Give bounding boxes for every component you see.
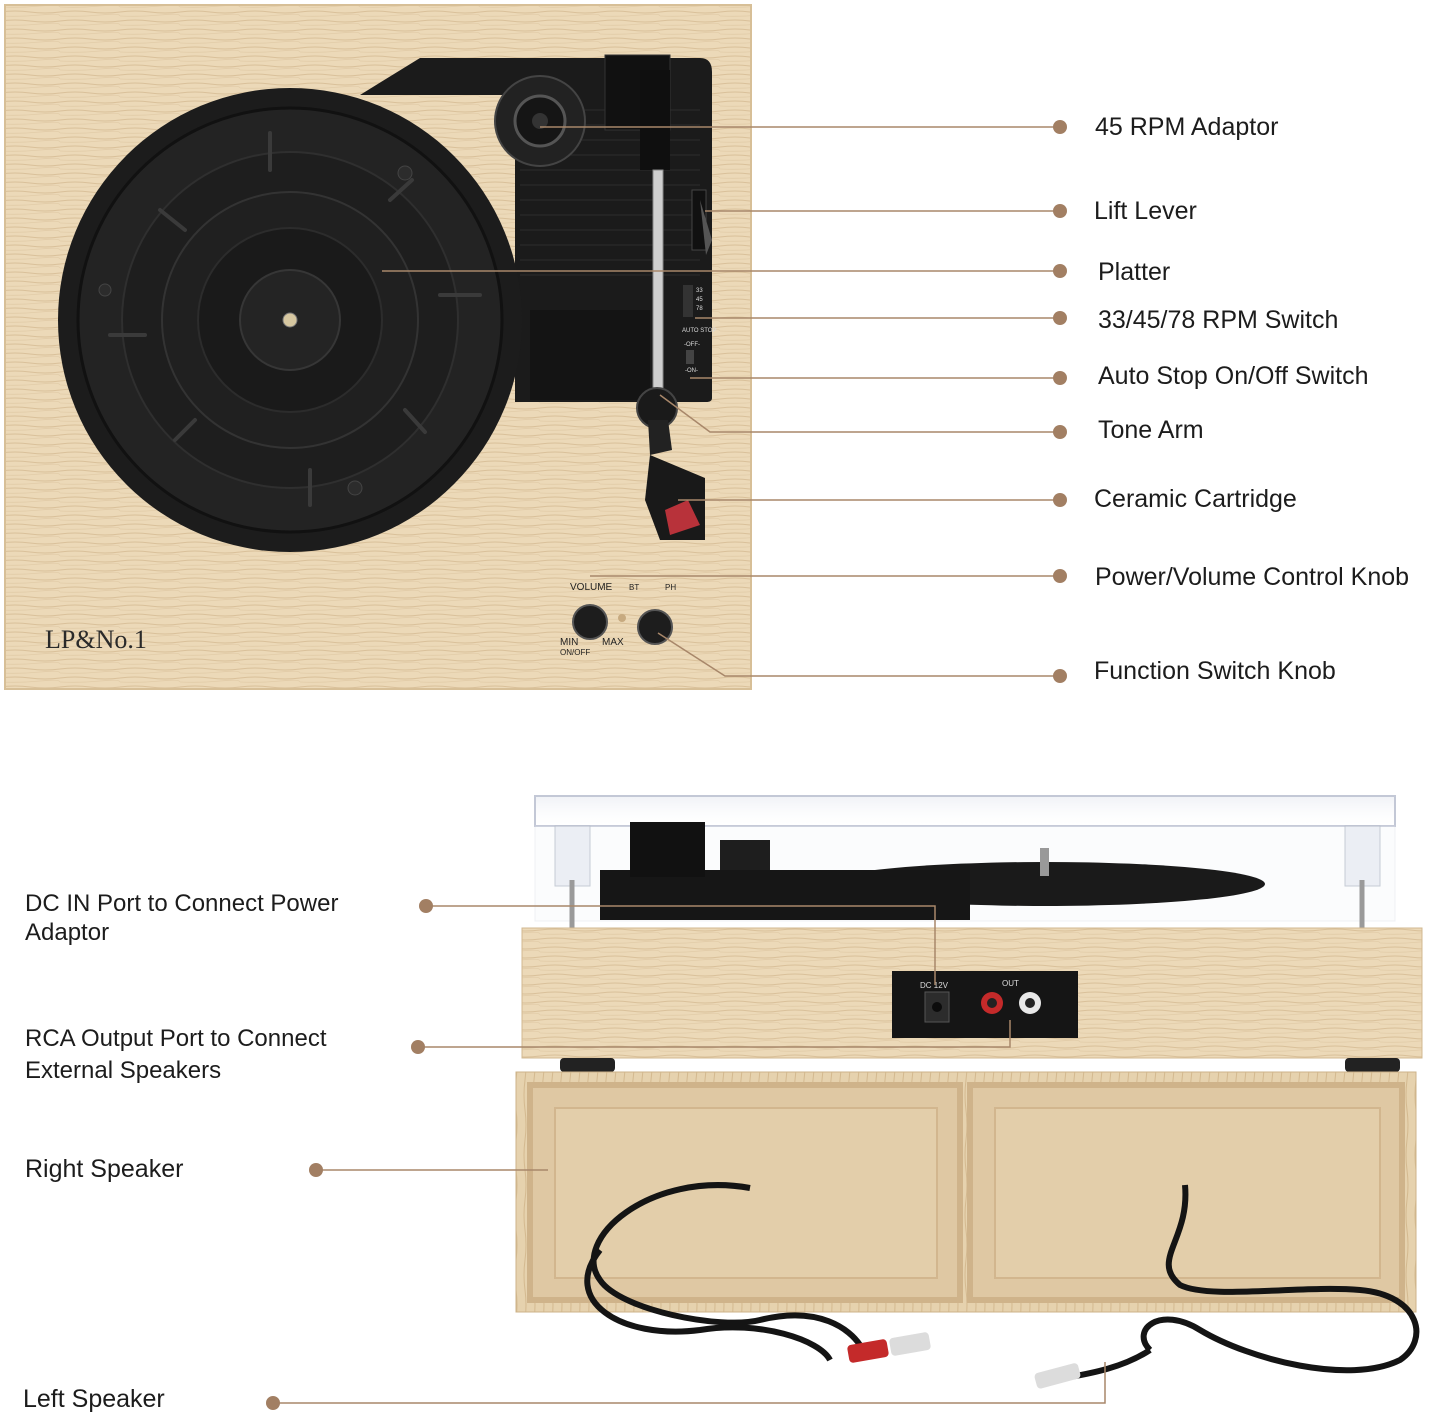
rca-cable [590, 1182, 863, 1347]
label-left-speaker: Left Speaker [23, 1385, 165, 1413]
tone-arm [604, 54, 705, 540]
turntable-top-view: 33 45 78 AUTO STOP -OFF- -ON- VOLUME BT … [4, 4, 752, 690]
svg-text:PH: PH [665, 583, 676, 592]
svg-text:33: 33 [696, 288, 703, 294]
label-platter: Platter [1098, 258, 1171, 286]
rca-output-ports: OUT [981, 979, 1041, 1014]
bottom-leader-dots [266, 899, 433, 1410]
svg-text:OUT: OUT [1002, 979, 1019, 988]
label-volume-knob: Power/Volume Control Knob [1095, 563, 1410, 591]
label-rpm-switch: 33/45/78 RPM Switch [1098, 306, 1339, 334]
label-lift-lever: Lift Lever [1094, 197, 1197, 225]
svg-text:DC 12V: DC 12V [920, 981, 949, 990]
svg-text:-ON-: -ON- [685, 368, 698, 374]
plate-lower-panel [530, 310, 650, 400]
turntable-side-view: DC 12V OUT [515, 795, 1423, 1389]
45-rpm-adaptor [494, 75, 586, 167]
dust-cover [534, 795, 1396, 827]
svg-text:BT: BT [629, 583, 639, 592]
control-panel: VOLUME BT PH MIN MAX ON/OFF [560, 582, 676, 657]
top-leader-dots [1053, 120, 1067, 683]
speaker-cable [1140, 1184, 1420, 1374]
brand-logo: LP&No.1 [45, 625, 147, 654]
svg-text:AUTO STOP: AUTO STOP [682, 328, 716, 334]
top-leader-lines [382, 126, 1060, 677]
label-function-knob: Function Switch Knob [1094, 657, 1336, 685]
label-rca-output-port: RCA Output Port to Connect External Spea… [25, 1025, 327, 1085]
label-ceramic-cartridge: Ceramic Cartridge [1094, 485, 1297, 513]
rpm-switch-panel: 33 45 78 AUTO STOP -OFF- -ON- [682, 285, 716, 374]
svg-text:-OFF-: -OFF- [684, 342, 700, 348]
dc-in-port: DC 12V [920, 981, 950, 1023]
label-auto-stop-switch: Auto Stop On/Off Switch [1098, 362, 1369, 390]
bottom-leader-lines [273, 905, 1106, 1404]
label-tone-arm: Tone Arm [1098, 416, 1204, 444]
svg-text:MIN: MIN [560, 637, 578, 648]
svg-text:VOLUME: VOLUME [570, 582, 613, 593]
volume-knob [572, 604, 608, 640]
svg-text:ON/OFF: ON/OFF [560, 648, 590, 657]
svg-text:MAX: MAX [602, 637, 624, 648]
svg-text:78: 78 [696, 306, 703, 312]
label-dc-in-port: DC IN Port to Connect Power Adaptor [25, 890, 339, 946]
label-45-rpm-adaptor: 45 RPM Adaptor [1095, 113, 1279, 141]
platter [58, 88, 522, 552]
function-knob [637, 609, 673, 645]
svg-text:45: 45 [696, 297, 703, 303]
label-right-speaker: Right Speaker [25, 1155, 184, 1183]
lift-lever [691, 189, 712, 255]
